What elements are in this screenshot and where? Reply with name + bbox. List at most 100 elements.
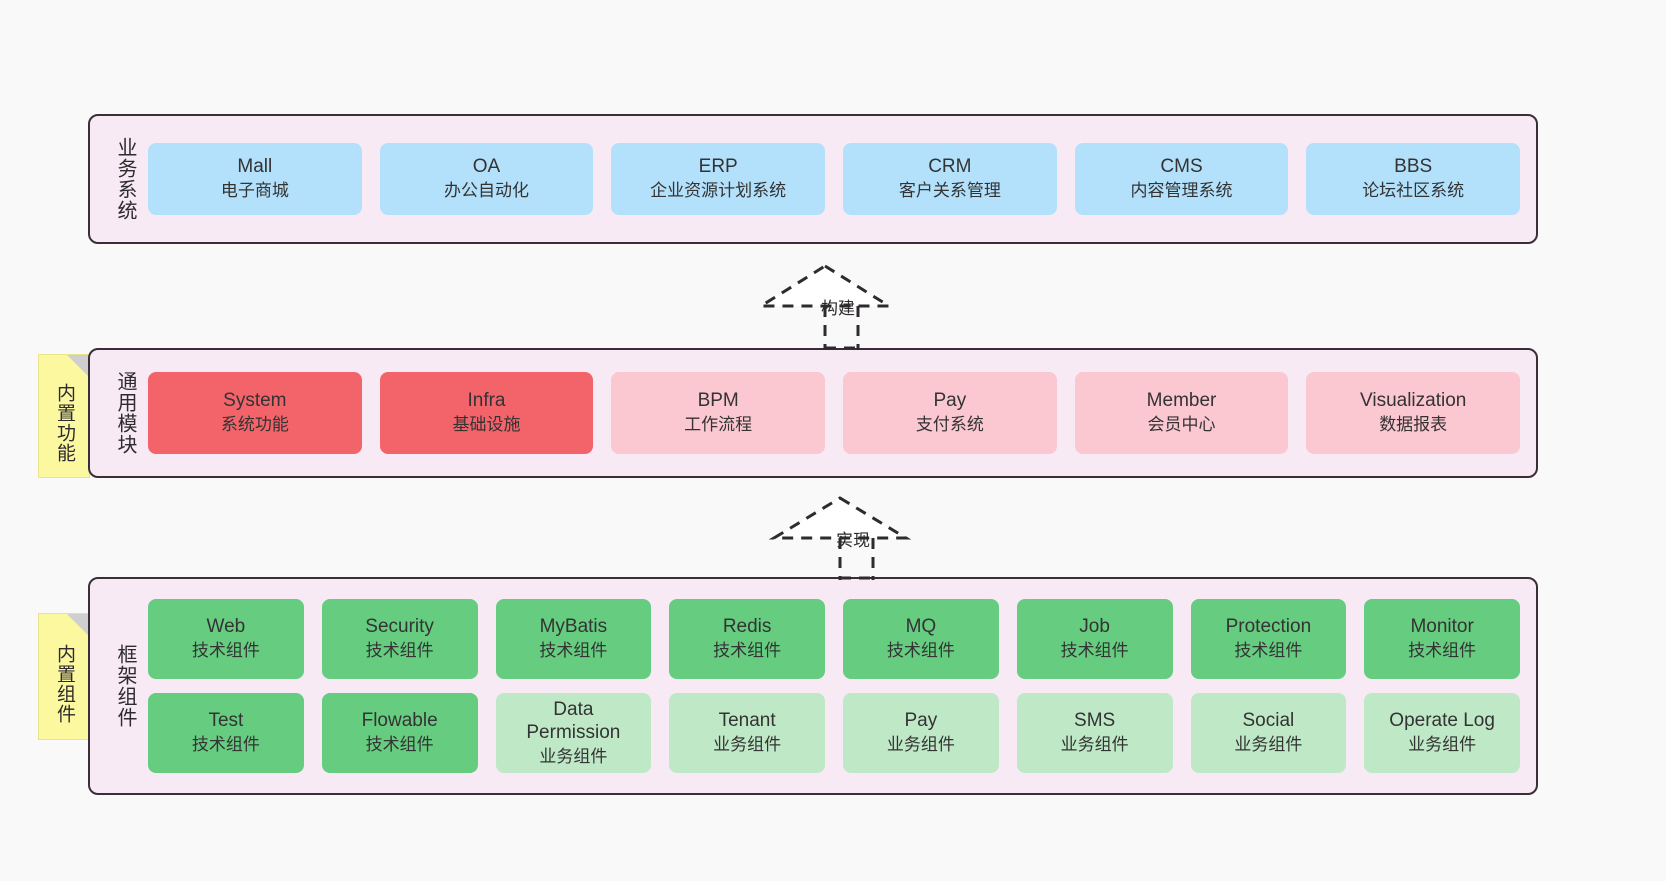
sticky-note-label: 内置功能 <box>54 383 76 463</box>
node-title: MQ <box>905 616 937 638</box>
node-cms[interactable]: CMS 内容管理系统 <box>1074 143 1289 215</box>
node-social[interactable]: Social 业务组件 <box>1190 693 1347 773</box>
node-mybatis[interactable]: MyBatis 技术组件 <box>495 599 652 679</box>
node-subtitle: 业务组件 <box>713 735 782 755</box>
node-subtitle: 技术组件 <box>191 735 260 755</box>
node-member[interactable]: Member 会员中心 <box>1074 372 1289 454</box>
node-title: Redis <box>722 616 772 638</box>
node-subtitle: 客户关系管理 <box>898 181 1001 201</box>
node-title: Web <box>206 616 246 638</box>
layer-business-systems[interactable]: 业务系统 Mall 电子商城 OA 办公自动化 ERP 企业资源计划系统 CRM… <box>88 114 1538 244</box>
node-subtitle: 技术组件 <box>886 641 955 661</box>
node-title: CRM <box>928 156 972 178</box>
node-title: Visualization <box>1360 390 1467 412</box>
node-subtitle: 业务组件 <box>1408 735 1477 755</box>
sticky-note-builtin-components[interactable]: 内置组件 <box>38 613 90 740</box>
node-security[interactable]: Security 技术组件 <box>321 599 478 679</box>
node-sms[interactable]: SMS 业务组件 <box>1016 693 1173 773</box>
node-oa[interactable]: OA 办公自动化 <box>379 143 594 215</box>
node-title: BPM <box>697 390 739 412</box>
node-pay-module[interactable]: Pay 支付系统 <box>843 372 1057 454</box>
layer-label-common-modules: 通用模块 <box>114 371 136 455</box>
node-title: Job <box>1079 616 1110 638</box>
node-subtitle: 电子商城 <box>220 181 289 201</box>
node-subtitle: 论坛社区系统 <box>1362 181 1465 201</box>
node-subtitle: 技术组件 <box>191 641 260 661</box>
node-erp[interactable]: ERP 企业资源计划系统 <box>611 143 826 215</box>
node-title: BBS <box>1394 156 1433 178</box>
node-mall[interactable]: Mall 电子商城 <box>148 143 362 215</box>
node-subtitle: 业务组件 <box>1234 735 1303 755</box>
node-title: Infra <box>467 390 506 412</box>
node-redis[interactable]: Redis 技术组件 <box>669 599 825 679</box>
node-title: Flowable <box>361 710 438 732</box>
layer-common-modules[interactable]: 通用模块 System 系统功能 Infra 基础设施 BPM 工作流程 Pay… <box>88 348 1538 478</box>
node-title: Security <box>365 616 434 638</box>
node-title: Operate Log <box>1389 710 1495 732</box>
layer-label-business-systems: 业务系统 <box>114 137 136 221</box>
node-title: OA <box>472 156 501 178</box>
node-title: Member <box>1146 390 1217 412</box>
node-title: SMS <box>1074 710 1116 732</box>
sticky-note-label: 内置组件 <box>54 643 76 724</box>
node-title: MyBatis <box>539 616 608 638</box>
layer-row: Test 技术组件 Flowable 技术组件 Data Permission … <box>148 693 1520 773</box>
node-test[interactable]: Test 技术组件 <box>148 693 304 773</box>
node-title: Monitor <box>1410 616 1474 638</box>
node-title: CMS <box>1160 156 1203 178</box>
node-title: Social <box>1242 710 1295 732</box>
node-operate-log[interactable]: Operate Log 业务组件 <box>1364 693 1520 773</box>
node-pay-component[interactable]: Pay 业务组件 <box>843 693 999 773</box>
node-title: Mall <box>237 156 273 178</box>
sticky-fold-corner-icon <box>67 355 89 377</box>
node-title: Pay <box>904 710 938 732</box>
node-visualization[interactable]: Visualization 数据报表 <box>1306 372 1521 454</box>
node-protection[interactable]: Protection 技术组件 <box>1190 599 1347 679</box>
node-subtitle: 技术组件 <box>1060 641 1129 661</box>
node-web[interactable]: Web 技术组件 <box>148 599 304 679</box>
node-job[interactable]: Job 技术组件 <box>1016 599 1173 679</box>
node-mq[interactable]: MQ 技术组件 <box>843 599 999 679</box>
node-monitor[interactable]: Monitor 技术组件 <box>1364 599 1520 679</box>
layer-row: Web 技术组件 Security 技术组件 MyBatis 技术组件 Redi… <box>148 599 1520 679</box>
node-system[interactable]: System 系统功能 <box>148 372 362 454</box>
node-subtitle: 技术组件 <box>713 641 782 661</box>
connector-build: 构建 <box>755 258 935 350</box>
node-title: Tenant <box>718 710 776 732</box>
node-subtitle: 内容管理系统 <box>1130 181 1233 201</box>
node-subtitle: 会员中心 <box>1147 415 1216 435</box>
node-title: System <box>223 390 287 412</box>
node-subtitle: 业务组件 <box>886 735 955 755</box>
node-data-permission[interactable]: Data Permission 业务组件 <box>495 693 652 773</box>
layer-label-framework-components: 框架组件 <box>114 644 136 728</box>
node-bbs[interactable]: BBS 论坛社区系统 <box>1306 143 1521 215</box>
node-subtitle: 业务组件 <box>1060 735 1129 755</box>
node-flowable[interactable]: Flowable 技术组件 <box>321 693 478 773</box>
node-subtitle: 技术组件 <box>365 641 434 661</box>
node-title: Data Permission <box>526 699 621 743</box>
layer-row: Mall 电子商城 OA 办公自动化 ERP 企业资源计划系统 CRM 客户关系… <box>148 143 1521 215</box>
node-title: ERP <box>698 156 738 178</box>
node-title: Protection <box>1225 616 1312 638</box>
node-subtitle: 企业资源计划系统 <box>650 181 787 201</box>
node-subtitle: 技术组件 <box>539 641 608 661</box>
node-bpm[interactable]: BPM 工作流程 <box>611 372 826 454</box>
node-title: Test <box>208 710 244 732</box>
node-infra[interactable]: Infra 基础设施 <box>379 372 594 454</box>
layer-row: System 系统功能 Infra 基础设施 BPM 工作流程 Pay 支付系统… <box>148 372 1521 454</box>
node-subtitle: 办公自动化 <box>444 181 529 201</box>
connector-implement: 实现 <box>768 492 948 580</box>
node-subtitle: 技术组件 <box>1234 641 1303 661</box>
connector-label-build: 构建 <box>821 299 855 318</box>
node-subtitle: 系统功能 <box>220 415 289 435</box>
node-subtitle: 支付系统 <box>915 415 984 435</box>
sticky-fold-corner-icon <box>67 614 89 636</box>
node-tenant[interactable]: Tenant 业务组件 <box>669 693 825 773</box>
node-subtitle: 业务组件 <box>539 746 608 766</box>
layer-framework-components[interactable]: 框架组件 Web 技术组件 Security 技术组件 MyBatis 技术组件… <box>88 577 1538 795</box>
layer-body-business-systems: Mall 电子商城 OA 办公自动化 ERP 企业资源计划系统 CRM 客户关系… <box>144 143 1536 215</box>
sticky-note-builtin-features[interactable]: 内置功能 <box>38 354 90 478</box>
node-crm[interactable]: CRM 客户关系管理 <box>843 143 1057 215</box>
node-subtitle: 数据报表 <box>1379 415 1448 435</box>
